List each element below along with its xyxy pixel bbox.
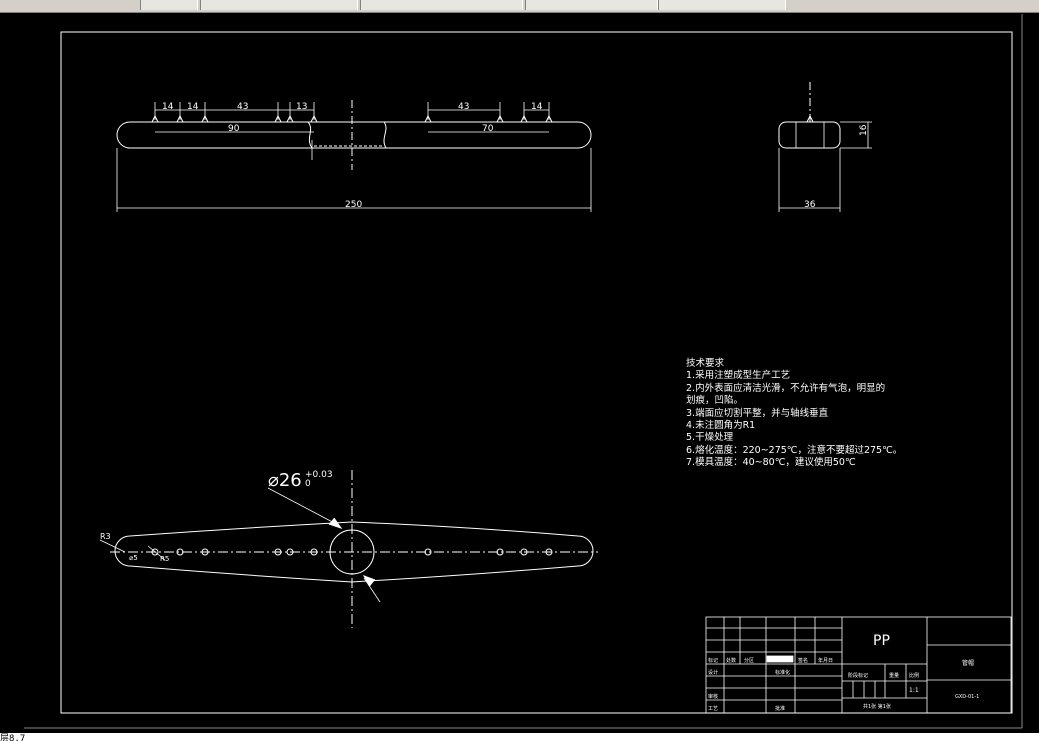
tb-label-count: 处数 xyxy=(726,657,736,664)
side-view-dimension-text: 16 36 xyxy=(804,124,869,210)
cad-drawing-canvas[interactable]: 14 14 43 13 43 14 90 70 250 16 36 xyxy=(0,12,1039,733)
tb-stage: 阶段标记 xyxy=(848,672,868,679)
tb-part-name: 管帽 xyxy=(962,659,974,667)
window-tab[interactable] xyxy=(140,0,198,10)
dim-diameter-26: ⌀26 xyxy=(268,470,302,491)
tb-process: 工艺 xyxy=(708,706,718,712)
dim-14-b: 14 xyxy=(187,102,199,112)
tb-drawing-no: GXD-01-1 xyxy=(955,694,979,700)
tb-sheets: 共1张 第1张 xyxy=(863,703,891,710)
front-view-dimension-text: ⌀26 +0.03 0 R3 ⌀5 R5 xyxy=(100,470,333,563)
drawing-frame xyxy=(24,14,1023,729)
dimension-lines xyxy=(116,102,592,212)
dim-14-c: 14 xyxy=(531,102,543,112)
dim-90: 90 xyxy=(228,124,240,134)
tolerance-lower: 0 xyxy=(305,479,311,489)
notes-title: 技术要求 xyxy=(686,358,725,369)
tb-label-sign: 签名 xyxy=(798,657,808,664)
window-tab[interactable] xyxy=(525,0,658,10)
dim-13: 13 xyxy=(296,102,307,112)
top-view xyxy=(116,100,592,212)
dim-70: 70 xyxy=(482,124,494,134)
dim-16: 16 xyxy=(859,124,869,136)
command-line-strip[interactable]: 层8.7 xyxy=(0,733,1039,741)
note-item: 5.干燥处理 xyxy=(686,432,734,444)
dim-250: 250 xyxy=(345,200,362,210)
window-tab[interactable] xyxy=(658,0,786,10)
tb-scale: 1:1 xyxy=(909,687,919,694)
note-item: 4.未注圆角为R1 xyxy=(686,420,756,432)
dim-small-r5: R5 xyxy=(160,555,169,563)
material-pp: PP xyxy=(873,633,890,649)
note-item: 3.端面应切割平整，并与轴线垂直 xyxy=(686,407,829,419)
note-item: 7.模具温度：40~80℃，建议使用50℃ xyxy=(686,457,856,469)
note-item: 6.熔化温度：220~275℃，注意不要超过275℃。 xyxy=(686,444,903,456)
note-item: 2.内外表面应清洁光滑，不允许有气泡，明显的 xyxy=(686,382,886,394)
command-line-text: 层8.7 xyxy=(0,734,26,741)
tb-label-mark: 标记 xyxy=(708,657,718,664)
front-view xyxy=(99,470,598,628)
note-item: 划痕，凹陷。 xyxy=(686,395,744,407)
note-item: 1.采用注塑成型生产工艺 xyxy=(686,370,791,382)
tb-review: 审核 xyxy=(708,693,718,700)
front-holes xyxy=(151,548,553,556)
dim-43-b: 43 xyxy=(458,102,469,112)
tb-label-zone: 分区 xyxy=(744,657,754,664)
side-view xyxy=(778,82,872,212)
title-block xyxy=(705,616,1012,714)
tb-scale-label: 比例 xyxy=(909,672,919,679)
tb-standard: 标准化 xyxy=(775,669,790,676)
dim-14-a: 14 xyxy=(162,102,174,112)
title-block-text: PP 标记 处数 分区 签名 年月日 设计 标准化 审核 工艺 批准 阶段标记 … xyxy=(708,633,979,712)
dim-r3: R3 xyxy=(100,532,111,541)
technical-requirements: 技术要求 1.采用注塑成型生产工艺 2.内外表面应清洁光滑，不允许有气泡，明显的… xyxy=(686,358,902,470)
tolerance-upper: +0.03 xyxy=(305,470,333,480)
dim-43-a: 43 xyxy=(237,102,248,112)
tb-weight: 重量 xyxy=(889,672,899,679)
dim-small-5: ⌀5 xyxy=(129,554,138,562)
window-tab[interactable] xyxy=(200,0,358,10)
dim-36: 36 xyxy=(804,200,816,210)
tb-label-date: 年月日 xyxy=(818,657,833,664)
window-tab[interactable] xyxy=(360,0,523,10)
tb-design: 设计 xyxy=(708,669,718,676)
tb-approve: 批准 xyxy=(775,705,785,712)
top-view-dimension-text: 14 14 43 13 43 14 90 70 250 xyxy=(162,102,543,210)
window-tab-bar xyxy=(0,0,1039,13)
